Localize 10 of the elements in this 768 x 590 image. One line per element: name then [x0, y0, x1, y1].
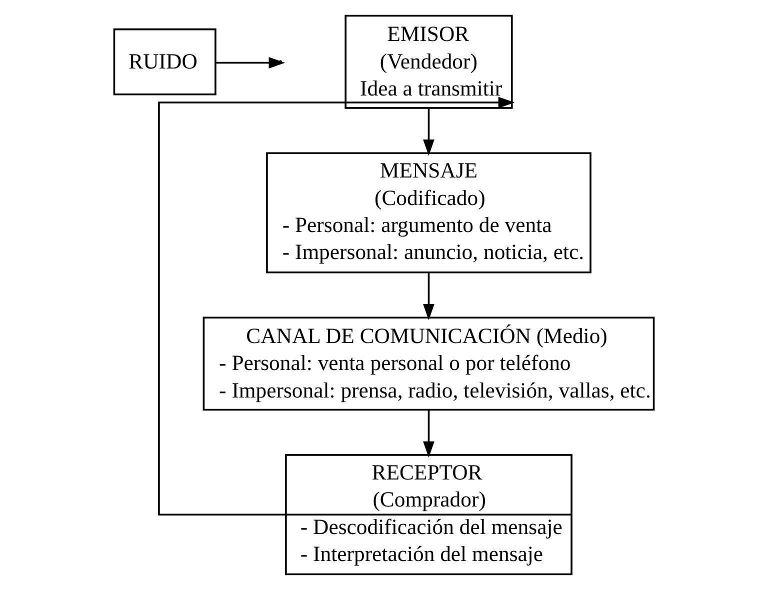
- arrow: [423, 108, 434, 156]
- node-box: CANAL DE COMUNICACIÓN (Medio) - Personal: venta personal o por teléfono - Impersonal: prensa, radio, televisión, vallas, etc.: [202, 316, 655, 411]
- node-box: RUIDO: [113, 28, 216, 96]
- node-box: RECEPTOR (Comprador) - Descodificación del mensaje - Interpretación del mensaje: [285, 454, 572, 576]
- arrow: [423, 272, 434, 320]
- node-box: MENSAJE (Codificado) - Personal: argumento de venta - Impersonal: anuncio, noticia, etc.: [266, 152, 592, 274]
- node-box: EMISOR (Vendedor) Idea a transmitir: [344, 14, 513, 109]
- arrow: [216, 57, 286, 68]
- arrow: [423, 410, 434, 458]
- arrow: [158, 96, 572, 516]
